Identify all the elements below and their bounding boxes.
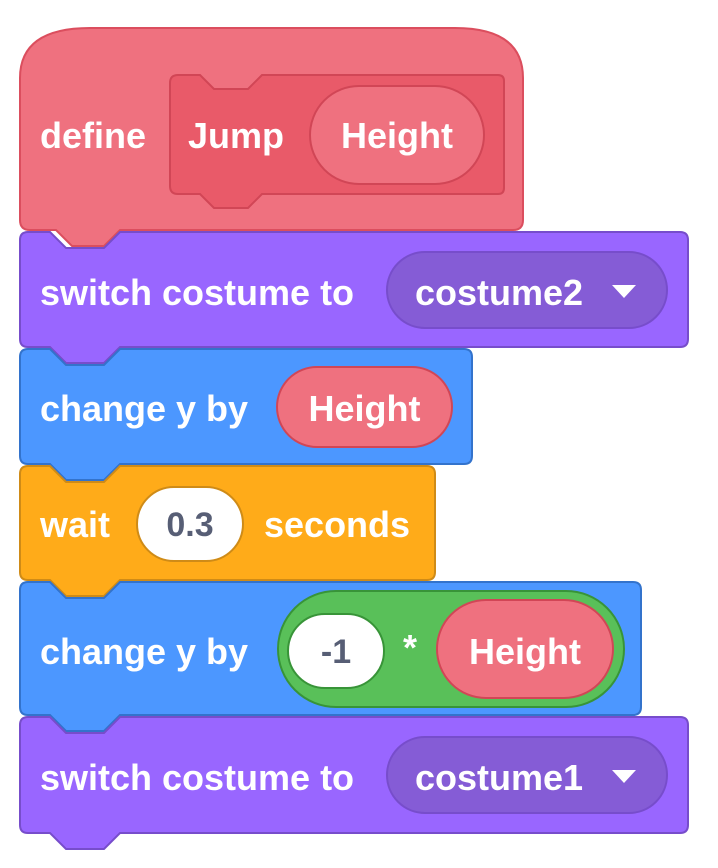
dropdown-value: costume2 (415, 272, 583, 313)
wait-label: wait (39, 504, 110, 545)
reporter-label: Height (469, 631, 581, 672)
switch-costume-block[interactable]: switch costume to costume2 (19, 231, 689, 364)
operator-symbol: * (403, 627, 417, 668)
costume-dropdown[interactable]: costume1 (386, 736, 668, 814)
input-value: -1 (321, 633, 351, 671)
switch-costume-block[interactable]: switch costume to costume1 (19, 716, 689, 850)
dropdown-value: costume1 (415, 757, 583, 798)
block-label: switch costume to (40, 757, 354, 798)
custom-block-name: Jump (188, 115, 284, 156)
caret-down-icon (612, 285, 636, 298)
wait-seconds-input[interactable]: 0.3 (136, 486, 244, 562)
seconds-label: seconds (264, 504, 410, 545)
param-label: Height (341, 115, 453, 156)
change-y-block[interactable]: change y by Height (19, 348, 473, 481)
height-reporter[interactable]: Height (276, 366, 453, 448)
block-label: change y by (40, 631, 248, 672)
wait-block[interactable]: wait 0.3 seconds (19, 465, 436, 597)
reporter-label: Height (309, 388, 421, 429)
number-input[interactable]: -1 (287, 613, 385, 689)
costume-dropdown[interactable]: costume2 (386, 251, 668, 329)
define-keyword: define (40, 115, 146, 156)
height-reporter[interactable]: Height (436, 599, 614, 699)
multiply-operator[interactable]: -1 * Height (277, 590, 625, 708)
param-reporter[interactable] (309, 85, 485, 185)
block-label: switch costume to (40, 272, 354, 313)
change-y-block[interactable]: change y by -1 * Height (19, 581, 642, 732)
input-value: 0.3 (166, 506, 213, 544)
caret-down-icon (612, 770, 636, 783)
custom-block-prototype[interactable] (169, 74, 505, 209)
block-label: change y by (40, 388, 248, 429)
define-block[interactable]: define Jump Height (19, 27, 524, 247)
